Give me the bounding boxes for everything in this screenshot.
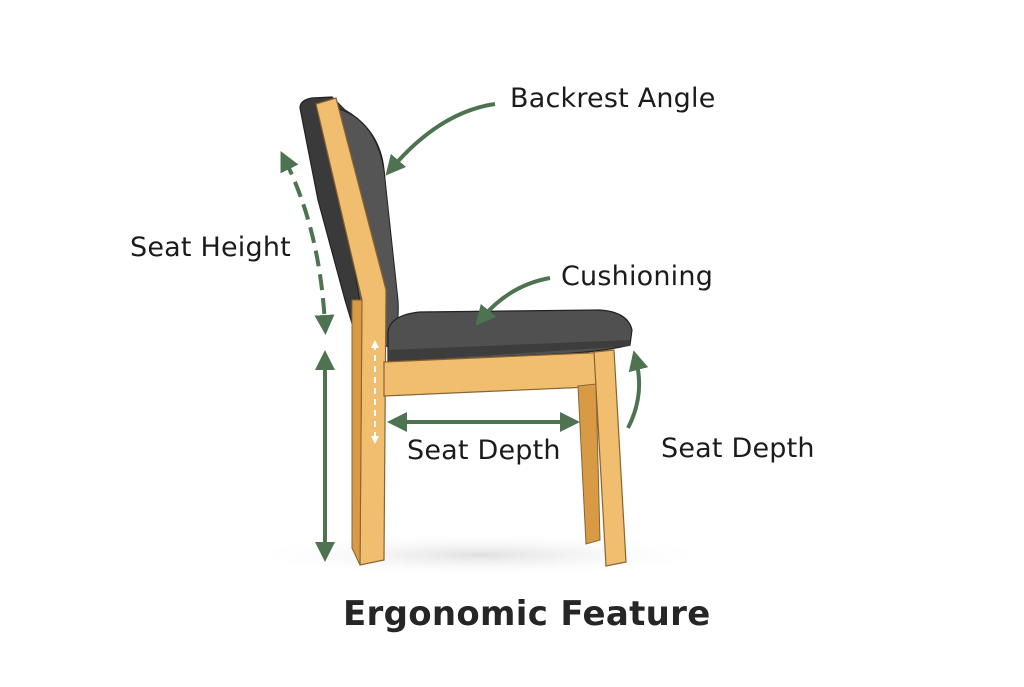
back-upright bbox=[315, 97, 387, 566]
seat-cushion bbox=[387, 309, 633, 363]
diagram-title: Ergonomic Feature bbox=[343, 594, 711, 634]
label-backrest-angle: Backrest Angle bbox=[510, 83, 716, 114]
label-seat-height: Seat Height bbox=[130, 232, 291, 263]
front-legs bbox=[577, 349, 627, 567]
backrest-angle-arrow bbox=[385, 102, 496, 176]
label-cushioning: Cushioning bbox=[561, 261, 714, 292]
seat-depth-curved-arrow bbox=[626, 350, 649, 429]
label-seat-depth-right: Seat Depth bbox=[661, 433, 815, 464]
cushioning-arrow bbox=[475, 276, 551, 326]
floor-shadow bbox=[240, 533, 720, 577]
label-seat-depth-center: Seat Depth bbox=[407, 435, 561, 466]
seat-height-curved-arrow bbox=[280, 151, 335, 335]
